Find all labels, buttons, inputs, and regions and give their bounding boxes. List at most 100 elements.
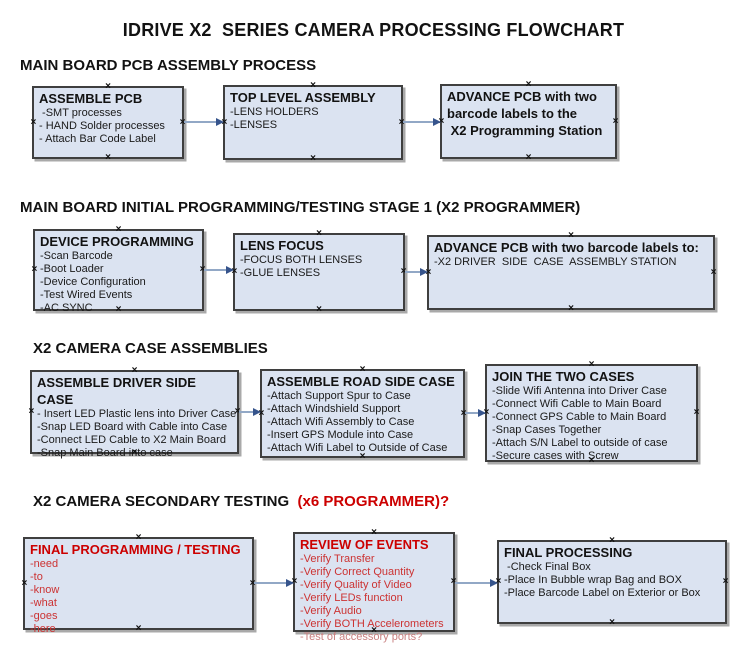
flow-arrow[interactable] [403,117,441,126]
connection-handle-icon[interactable]: × [483,407,490,418]
flow-box-item: -Connect GPS Cable to Main Board [492,411,667,423]
connection-handle-icon[interactable]: × [693,407,700,418]
flow-box-final-programming-testing[interactable]: FINAL PROGRAMMING / TESTING-need-to-know… [21,533,256,636]
connection-handle-icon[interactable]: × [115,224,122,235]
connection-handle-icon[interactable]: × [31,264,38,275]
connection-handle-icon[interactable]: × [568,230,574,241]
connection-handle-icon[interactable]: × [371,625,377,636]
flow-box-item: -Secure cases with Screw [492,450,619,462]
connection-handle-icon[interactable]: × [28,406,35,417]
connection-handle-icon[interactable]: × [258,407,265,419]
flow-box-assemble-driver-side-case[interactable]: ASSEMBLE DRIVER SIDE CASE- Insert LED Pl… [28,366,241,460]
connection-handle-icon[interactable]: × [135,532,142,543]
flow-box-item: -Check Final Box [504,561,591,573]
connection-handle-icon[interactable]: × [525,79,532,90]
flow-box-title: TOP LEVEL ASSEMBLY [230,90,376,105]
flow-box-item: -Snap LED Board with Cable into Case [37,421,228,433]
flow-arrow[interactable] [254,578,294,587]
connection-handle-icon[interactable]: × [359,364,366,375]
flow-box-item: -know [30,584,60,596]
connection-handle-icon[interactable]: × [612,115,619,127]
flow-box-device-programming[interactable]: DEVICE PROGRAMMING-Scan Barcode-Boot Loa… [31,225,206,315]
connection-handle-icon[interactable]: × [131,447,138,458]
flow-box-item: -Snap Cases Together [492,424,602,436]
connection-handle-icon[interactable]: × [495,576,502,587]
flow-box-item: -goes [30,610,58,622]
connection-handle-icon[interactable]: × [135,623,142,634]
flow-box-item: -Place Barcode Label on Exterior or Box [504,587,701,599]
connection-handle-icon[interactable]: × [438,115,445,127]
flow-arrow[interactable] [204,265,234,274]
flow-box-item: -Attach S/N Label to outside of case [492,437,668,449]
section-heading-secondary-testing: X2 CAMERA SECONDARY TESTING (x6 PROGRAMM… [33,493,449,510]
flow-box-top-level-assembly[interactable]: TOP LEVEL ASSEMBLY-LENS HOLDERS-LENSES××… [221,81,405,164]
flow-arrow[interactable] [239,407,261,416]
flow-box-item: -Attach Support Spur to Case [267,390,411,402]
flow-box-title: ADVANCE PCB with two barcode labels to t… [447,89,603,138]
connection-handle-icon[interactable]: × [588,359,595,370]
connection-handle-icon[interactable]: × [131,365,138,376]
flow-box-item: - HAND Solder processes [39,120,165,132]
flow-box-item: -Connect Wifi Cable to Main Board [492,398,662,410]
connection-handle-icon[interactable]: × [316,228,322,239]
flow-box-assemble-road-side-case[interactable]: ASSEMBLE ROAD SIDE CASE-Attach Support S… [258,365,467,462]
flow-box-advance-pcb-to-case-assembly[interactable]: ADVANCE PCB with two barcode labels to:-… [425,231,717,314]
flow-box-review-of-events[interactable]: REVIEW OF EVENTS-Verify Transfer-Verify … [291,528,457,644]
connection-handle-icon[interactable]: × [425,266,432,278]
connection-handle-icon[interactable]: × [221,116,228,128]
flow-box-item: -Snap Main Board into case [37,447,173,459]
flow-box-join-the-two-cases[interactable]: JOIN THE TWO CASES-Slide Wifi Antenna in… [483,360,700,466]
flow-box-item: -LENSES [230,119,278,131]
connection-handle-icon[interactable]: × [310,153,316,164]
flow-box-item: -Verify Transfer [300,553,375,565]
flow-arrow[interactable] [465,408,486,417]
connection-handle-icon[interactable]: × [179,116,186,128]
flow-box-title: ASSEMBLE DRIVER SIDE CASE [37,375,200,407]
connection-handle-icon[interactable]: × [30,116,37,128]
flow-arrow[interactable] [184,117,224,126]
flow-box-item: -Slide Wifi Antenna into Driver Case [492,385,667,397]
flow-box-advance-pcb-to-programming-station[interactable]: ADVANCE PCB with two barcode labels to t… [438,80,619,163]
flow-box-title: ADVANCE PCB with two barcode labels to: [434,240,699,255]
connection-handle-icon[interactable]: × [310,80,316,91]
arrow-head-icon [226,265,234,274]
connection-handle-icon[interactable]: × [249,577,256,589]
connection-handle-icon[interactable]: × [609,535,615,546]
connection-handle-icon[interactable]: × [291,576,298,587]
flow-box-assemble-pcb[interactable]: ASSEMBLE PCB -SMT processes- HAND Solder… [30,82,186,163]
connection-handle-icon[interactable]: × [316,304,322,315]
flow-box-final-processing[interactable]: FINAL PROCESSING -Check Final Box-Place … [495,536,729,628]
arrow-head-icon [420,267,428,276]
flow-box-item: -Verify Correct Quantity [300,566,415,578]
connection-handle-icon[interactable]: × [371,527,377,538]
flow-box-lens-focus[interactable]: LENS FOCUS-FOCUS BOTH LENSES-GLUE LENSES… [231,229,407,315]
flow-arrow[interactable] [455,578,498,587]
connection-handle-icon[interactable]: × [359,451,366,462]
flow-box-item: -Insert GPS Module into Case [267,429,414,441]
connection-handle-icon[interactable]: × [722,576,729,587]
connection-handle-icon[interactable]: × [609,617,615,628]
connection-handle-icon[interactable]: × [450,576,457,587]
section-heading-text: MAIN BOARD INITIAL PROGRAMMING/TESTING S… [20,199,581,216]
connection-handle-icon[interactable]: × [710,266,717,278]
connection-handle-icon[interactable]: × [199,264,206,275]
flow-box-item: -Attach Wifi Label to Outside of Case [267,442,448,454]
connection-handle-icon[interactable]: × [21,577,28,589]
connection-handle-icon[interactable]: × [231,266,238,277]
flow-box-item: -Place In Bubble wrap Bag and BOX [504,574,682,586]
connection-handle-icon[interactable]: × [568,303,574,314]
section-heading-pcb-assembly: MAIN BOARD PCB ASSEMBLY PROCESS [20,57,316,74]
flow-arrow[interactable] [405,267,428,276]
connection-handle-icon[interactable]: × [105,81,111,92]
connection-handle-icon[interactable]: × [115,304,122,315]
connection-handle-icon[interactable]: × [460,407,467,419]
connection-handle-icon[interactable]: × [525,152,532,163]
connection-handle-icon[interactable]: × [398,116,405,128]
connection-handle-icon[interactable]: × [105,152,111,163]
connection-handle-icon[interactable]: × [234,406,241,417]
connection-handle-icon[interactable]: × [588,455,595,466]
connection-handle-icon[interactable]: × [400,266,407,277]
flow-box-item: -Connect LED Cable to X2 Main Board [37,434,226,446]
flow-box-title: REVIEW OF EVENTS [300,537,429,552]
